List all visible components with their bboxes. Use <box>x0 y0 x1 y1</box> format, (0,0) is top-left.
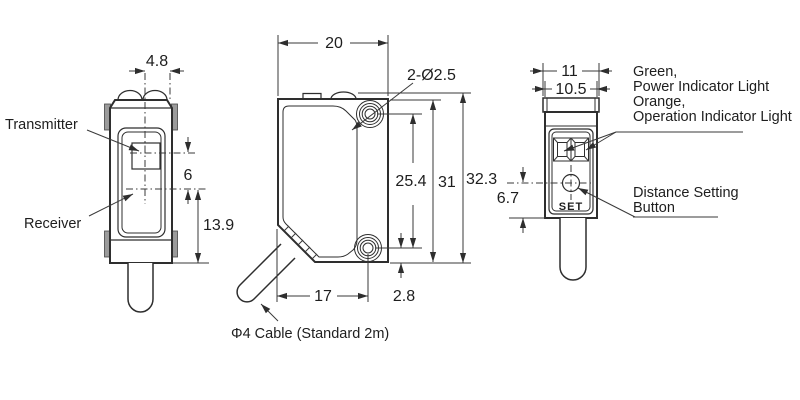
leader-line <box>260 303 279 322</box>
bevel-line <box>570 137 576 143</box>
dimension-13-9: 13.9 <box>173 190 234 264</box>
receiver-label: Receiver <box>24 216 81 232</box>
dimension-value: 6 <box>184 167 193 184</box>
leader-line <box>88 193 134 217</box>
top-cap <box>542 97 600 113</box>
dimension-value: 2-Ø2.5 <box>407 67 456 84</box>
indicator-note-line: Orange, <box>633 94 685 110</box>
indicator-note-line: Power Indicator Light <box>633 79 769 95</box>
lens-window-inner <box>121 131 162 234</box>
dimension-value: 20 <box>325 35 343 52</box>
bevel-line <box>553 137 558 143</box>
dimension-4-8: 4.8 <box>129 53 184 75</box>
cap-dome-right <box>142 89 168 101</box>
dimension-mounting-holes: 2-Ø2.5 <box>351 67 456 131</box>
hole-ring <box>362 242 374 254</box>
hatch-tick <box>297 239 304 246</box>
hatch-tick <box>311 253 318 260</box>
note-indicator-lights: Green, Power Indicator Light Orange, Ope… <box>563 64 792 152</box>
leader-line <box>86 129 140 152</box>
front-view: 4.8 6 13.9 Transmitter Receiver <box>5 53 234 313</box>
top-lug <box>302 92 322 99</box>
top-dome <box>330 91 357 100</box>
dimension-value: 10.5 <box>555 81 586 98</box>
dimension-25-4: 25.4 <box>375 113 427 249</box>
dimension-value: 13.9 <box>203 217 234 234</box>
dimension-31: 31 <box>390 99 456 262</box>
cable-side <box>236 243 296 303</box>
dimension-17: 17 <box>276 229 369 305</box>
dimension-20: 20 <box>277 35 389 96</box>
note-distance-setting-button: Distance Setting Button <box>577 185 739 218</box>
hatch-tick <box>283 225 290 232</box>
hatch-tick <box>304 246 311 253</box>
indicator-note-line: Green, <box>633 64 677 80</box>
button-note-line: Button <box>633 200 675 216</box>
bevel-line <box>570 156 576 162</box>
dimension-2-8: 2.8 <box>393 233 415 305</box>
transmitter-label: Transmitter <box>5 117 78 133</box>
dimension-value: 17 <box>314 288 332 305</box>
dimension-value: 25.4 <box>395 173 426 190</box>
dimension-6: 6 <box>184 137 193 204</box>
cable-label: Φ4 Cable (Standard 2m) <box>231 326 389 342</box>
rear-panel-outer <box>548 128 594 215</box>
front-face-outline <box>282 105 358 258</box>
dimension-value: 6.7 <box>497 190 519 207</box>
dimension-value: 32.3 <box>466 171 497 188</box>
leader-line <box>351 82 414 131</box>
dimension-value: 2.8 <box>393 288 415 305</box>
leader-line <box>585 131 617 151</box>
cap-dome-left <box>117 89 143 101</box>
leader-receiver: Receiver <box>24 193 134 232</box>
transmitter-lens <box>131 142 161 170</box>
leader-line <box>563 131 617 152</box>
indicator-note-line: Operation Indicator Light <box>633 109 792 125</box>
dimension-value: 31 <box>438 174 456 191</box>
sensor-body-outline <box>109 99 173 264</box>
dimension-6-7: 6.7 <box>497 167 527 233</box>
bevel-line <box>584 137 589 143</box>
chamfer-hatching <box>283 225 318 260</box>
dimension-10-5: 10.5 <box>532 81 610 98</box>
button-note-line: Distance Setting <box>633 185 739 201</box>
indicator-window-inner <box>574 142 585 157</box>
leader-line <box>577 187 636 218</box>
dimension-value: 11 <box>561 63 578 80</box>
rear-view: SET 11 10.5 6.7 Green, <box>497 63 792 281</box>
bevel-line <box>584 156 589 162</box>
bevel-line <box>566 137 572 143</box>
bevel-line <box>566 156 572 162</box>
sensor-body-outline <box>277 98 389 263</box>
bevel-line <box>553 156 558 162</box>
leader-transmitter: Transmitter <box>5 117 140 152</box>
cable-front <box>127 263 154 313</box>
hole-ring <box>364 108 376 120</box>
side-view: 20 2-Ø2.5 25.4 31 32.3 <box>231 35 497 342</box>
set-button-label: SET <box>559 201 583 213</box>
leader-cable: Φ4 Cable (Standard 2m) <box>231 303 389 342</box>
hatch-tick <box>290 232 297 239</box>
cable-rear <box>559 218 587 281</box>
rear-panel-inner <box>551 131 591 212</box>
dimension-value: 4.8 <box>146 53 168 70</box>
lens-window-outer <box>117 127 166 238</box>
